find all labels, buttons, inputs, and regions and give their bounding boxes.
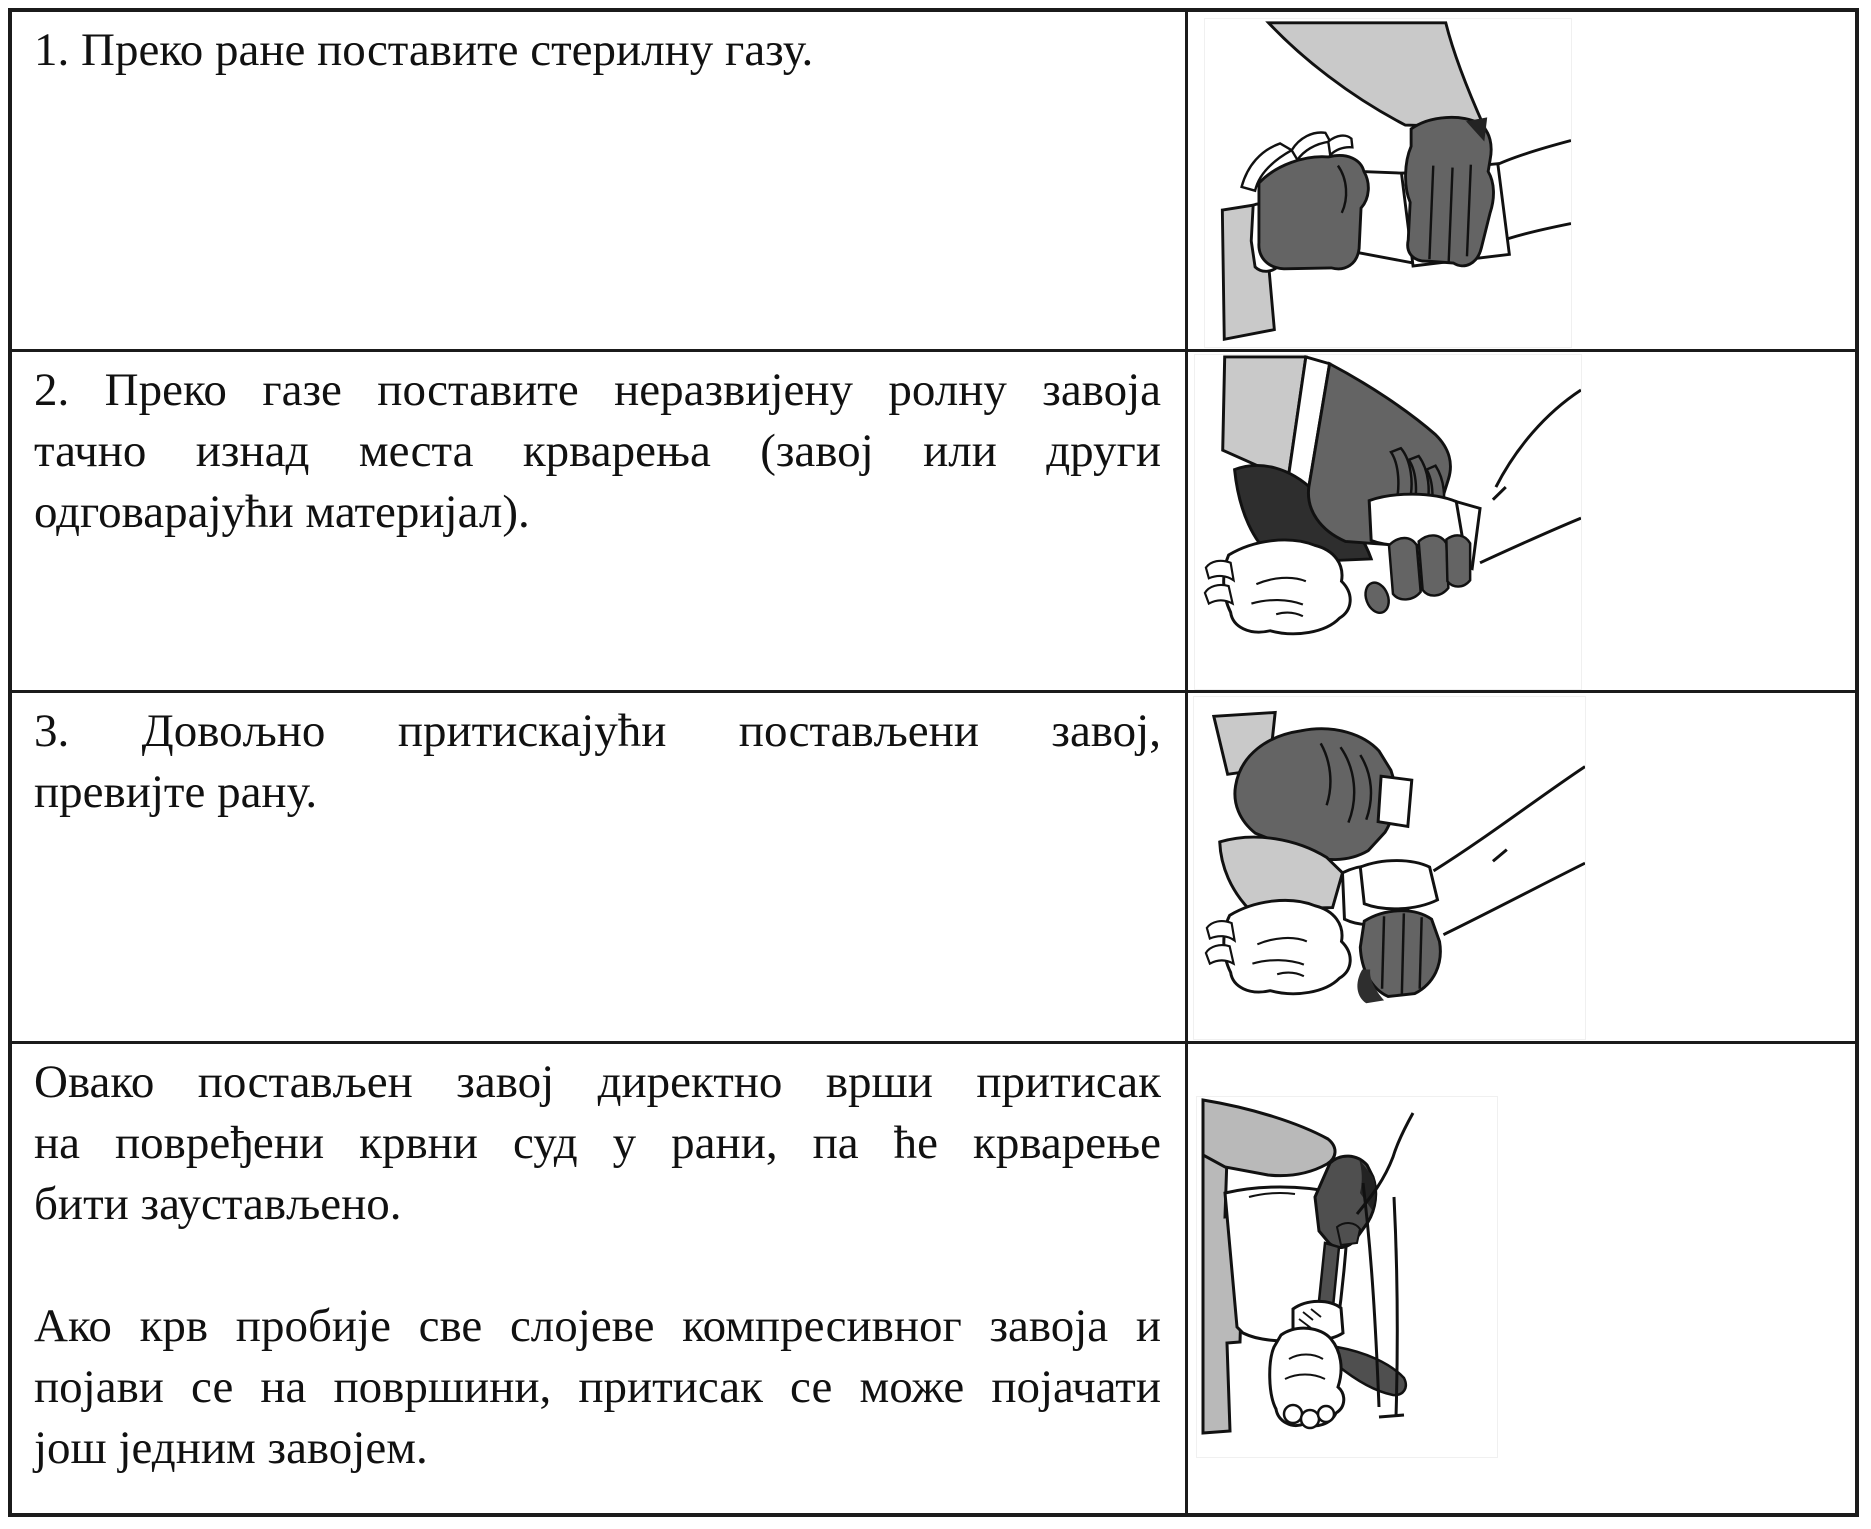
helper-sleeve [1265, 21, 1487, 129]
illustration-step-1 [1204, 18, 1572, 348]
text-line: Овако постављен завој директно врши прит… [34, 1056, 1161, 1108]
text-line: одговарајући материјал). [34, 486, 530, 538]
result-image-cell [1188, 1044, 1855, 1513]
patient-other-arm-lines [1355, 1112, 1415, 1419]
helper-forearm-gray [1218, 835, 1345, 912]
bandage-roll [1376, 774, 1414, 829]
helper-glove-pointing [1313, 1154, 1378, 1309]
paragraph: 2. Преко газе поставите неразвијену ролн… [34, 360, 1161, 543]
text-line: 3. Довољно притискајући постављени завој… [34, 705, 1161, 757]
text-line: превијте рану. [34, 766, 318, 818]
step-2-text-cell: 2. Преко газе поставите неразвијену ролн… [12, 352, 1188, 693]
text-line: бити заустављено. [34, 1178, 402, 1230]
step-3-image-cell [1188, 693, 1855, 1044]
glove-fingers-lower [1364, 534, 1472, 614]
step-3-text-cell: 3. Довољно притискајући постављени завој… [12, 693, 1188, 1044]
text-line: 2. Преко газе поставите неразвијену ролн… [34, 364, 1161, 416]
victim-arm-lines [1479, 388, 1581, 565]
patient-fist [1268, 1326, 1346, 1430]
text-line: Ако крв пробије све слојеве компресивног… [34, 1300, 1161, 1352]
victim-open-palm [1204, 899, 1352, 996]
victim-arm-lines [1432, 765, 1585, 936]
helper-glove-lower [1357, 909, 1442, 1004]
text-line: на повређени крвни суд у рани, па ће крв… [34, 1117, 1161, 1169]
paragraph: Ако крв пробије све слојеве компресивног… [34, 1296, 1161, 1479]
victim-fingers [1240, 131, 1354, 193]
illustration-step-2 [1194, 354, 1582, 690]
bandage-band [1358, 859, 1440, 911]
patient-torso [1201, 1098, 1337, 1435]
victim-open-palm [1203, 538, 1352, 636]
step-1-image-cell [1188, 12, 1855, 352]
paragraph: 1. Преко ране поставите стерилну газу. [34, 20, 1161, 81]
paragraph: Овако постављен завој директно врши прит… [34, 1052, 1161, 1235]
text-line: појави се на површини, притисак се може … [34, 1361, 1161, 1413]
result-text-cell: Овако постављен завој директно врши прит… [12, 1044, 1188, 1513]
step-1-text-cell: 1. Преко ране поставите стерилну газу. [12, 12, 1188, 352]
helper-glove-left [1257, 154, 1370, 271]
step-2-image-cell [1188, 352, 1855, 693]
text-line: тачно изнад места крварења (завој или др… [34, 425, 1161, 477]
helper-glove-pressing [1404, 115, 1495, 268]
illustration-step-3 [1193, 696, 1586, 1040]
paragraph: 3. Довољно притискајући постављени завој… [34, 701, 1161, 823]
illustration-result [1196, 1096, 1498, 1458]
text-line: 1. Преко ране поставите стерилну газу. [34, 24, 814, 76]
text-line: још једним завојем. [34, 1422, 428, 1474]
instruction-table: 1. Преко ране поставите стерилну газу. [8, 8, 1859, 1517]
